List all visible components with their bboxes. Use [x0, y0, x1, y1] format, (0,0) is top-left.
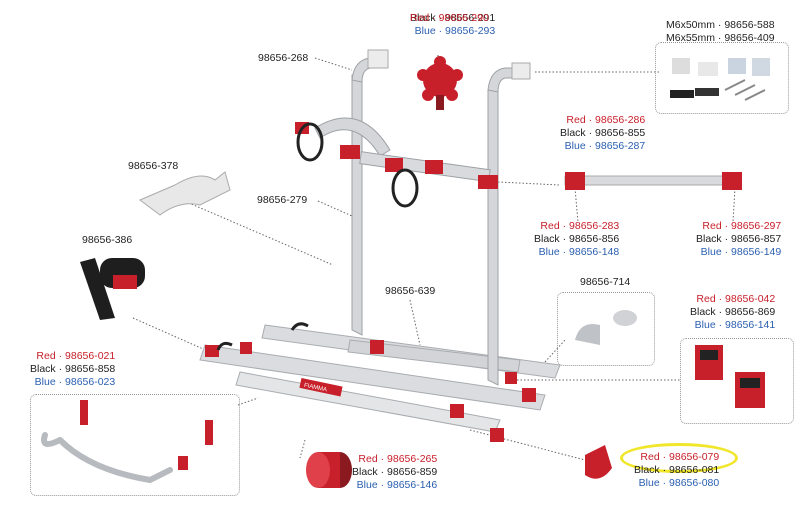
end-right-blue: Blue · 98656-149	[700, 246, 782, 258]
end-right-red: Red · 98656-297	[702, 220, 782, 232]
caps-label: 98656-714	[580, 276, 631, 288]
cross-bar-blue: Blue · 98656-287	[564, 140, 646, 152]
knob-part	[417, 56, 463, 110]
wheel-holder-labels: Red · 98656-021 Black · 98656-858 Blue ·…	[30, 350, 115, 389]
wheel-holder-black: Black · 98656-858	[30, 363, 116, 375]
end-left-red: Red · 98656-283	[540, 220, 620, 232]
foot-box	[680, 338, 794, 424]
upright-label: 98656-279	[257, 194, 308, 206]
end-left-labels: Red · 98656-283 Black · 98656-856 Blue ·…	[534, 220, 619, 259]
foot-black: Black · 98656-869	[690, 306, 776, 318]
rail-end-labels: Red · 98656-079 Black · 98656-081 Blue ·…	[634, 451, 719, 490]
stopper-blue: Blue · 98656-146	[356, 479, 438, 491]
stopper-part	[306, 452, 352, 488]
wheel-holder-red: Red · 98656-021	[36, 350, 116, 362]
cross-bar-labels: Red · 98656-286 Black · 98656-855 Blue ·…	[560, 114, 645, 153]
highlight-ring	[620, 443, 738, 473]
knob-black: Black · 98656-291	[410, 12, 496, 24]
rail-end-red: Red · 98656-079	[640, 451, 720, 463]
stopper-black: Black · 98656-859	[352, 466, 438, 478]
stopper-labels: Red · 98656-265 Black · 98656-859 Blue ·…	[352, 453, 437, 492]
foot-blue: Blue · 98656-141	[694, 319, 776, 331]
clip-label: 98656-378	[128, 160, 179, 172]
top-bar-label: 98656-268	[258, 52, 309, 64]
wheel-holder-blue: Blue · 98656-023	[34, 376, 116, 388]
knob-blue: Blue · 98656-293	[414, 25, 496, 37]
end-right-labels: Red · 98656-297 Black · 98656-857 Blue ·…	[696, 220, 781, 259]
cross-bar-black: Black · 98656-855	[560, 127, 646, 139]
foot-red: Red · 98656-042	[696, 293, 776, 305]
end-left-blue: Blue · 98656-148	[538, 246, 620, 258]
wheel-holder-box	[30, 394, 240, 496]
knob-red: Red · 98656-290	[410, 12, 489, 24]
knob-labels: Red · 98656-290 Black · 98656-291 Blue ·…	[410, 12, 495, 38]
screw-kit-box	[655, 42, 789, 114]
screws-labels: M6x50mm · 98656-588 M6x55mm · 98656-409	[666, 19, 775, 45]
rail-end-blue: Blue · 98656-080	[638, 477, 720, 489]
stopper-red: Red · 98656-265	[358, 453, 438, 465]
caps-box	[557, 292, 655, 366]
rail-sticker-text: FIAMMA	[303, 383, 327, 394]
screw-m50-label: M6x50mm · 98656-588	[666, 19, 775, 31]
end-left-black: Black · 98656-856	[534, 233, 620, 245]
strap-label: 98656-386	[82, 234, 133, 246]
rail-end-black: Black · 98656-081	[634, 464, 720, 476]
end-right-black: Black · 98656-857	[696, 233, 782, 245]
foot-labels: Red · 98656-042 Black · 98656-869 Blue ·…	[690, 293, 775, 332]
cross-bar-red: Red · 98656-286	[566, 114, 646, 126]
screw-m55-label: M6x55mm · 98656-409	[666, 32, 775, 44]
rail-label: 98656-639	[385, 285, 436, 297]
